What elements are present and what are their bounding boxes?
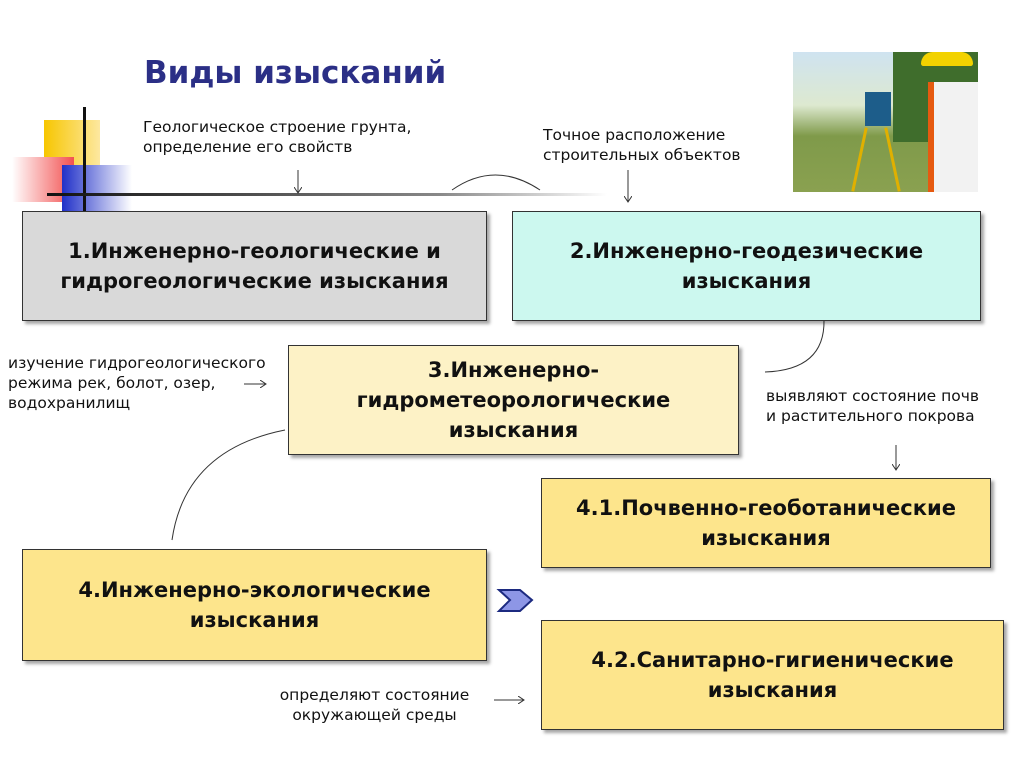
box-hydrometeorological-survey: 3.Инженерно-гидрометеорологические изыск…: [288, 345, 739, 455]
box-ecological-survey: 4.Инженерно-экологические изыскания: [22, 549, 487, 661]
box-geological-survey: 1.Инженерно-геологические и гидрогеологи…: [22, 211, 487, 321]
deco-blue-square: [62, 165, 132, 213]
box-sanitary-hygienic-survey: 4.2.Санитарно-гигиенические изыскания: [541, 620, 1004, 730]
note-geology: Геологическое строение грунта, определен…: [143, 118, 412, 156]
box-soil-geobotanical-survey: 4.1.Почвенно-геоботанические изыскания: [541, 478, 991, 568]
surveyor-photo: [793, 52, 978, 192]
chevron-icon: [496, 589, 534, 612]
arc-1-2: [451, 174, 541, 191]
box-geodetic-survey: 2.Инженерно-геодезические изыскания: [512, 211, 981, 321]
arc-2-3: [764, 319, 825, 373]
note-environment: определяют состояние окружающей среды: [279, 686, 470, 724]
arc-3-4: [171, 429, 286, 541]
note-hydro: изучение гидрогеологического режима рек,…: [8, 354, 266, 412]
note-geodesy: Точное расположение строительных объекто…: [543, 126, 741, 164]
deco-horizontal-line: [47, 193, 607, 196]
page-title: Виды изысканий: [144, 55, 447, 91]
note-soil: выявляют состояние почв и растительного …: [766, 387, 980, 425]
deco-vertical-line: [83, 107, 86, 217]
